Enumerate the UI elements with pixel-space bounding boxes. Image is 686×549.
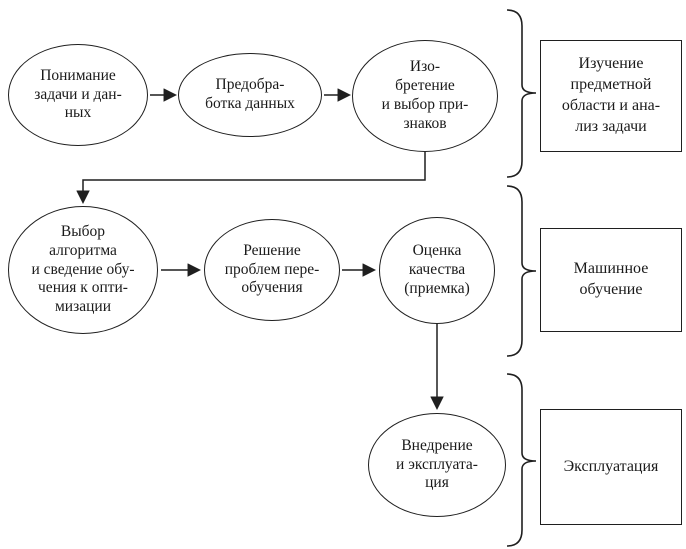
node-overfitting: Решение проблем пере- обучения <box>204 219 340 321</box>
brace-machine-learning <box>506 185 537 357</box>
node-task-understanding: Понимание задачи и дан- ных <box>8 44 148 146</box>
brace-operation <box>506 373 537 547</box>
node-data-preprocessing: Предобра- ботка данных <box>178 53 322 137</box>
node-quality-assessment: Оценка качества (приемка) <box>379 217 495 324</box>
brace-domain-analysis <box>506 9 537 178</box>
node-algorithm-selection: Выбор алгоритма и сведение обу- чения к … <box>8 206 158 334</box>
stage-machine-learning: Машинное обучение <box>540 228 682 332</box>
arrow-features-to-algorithm <box>76 152 426 205</box>
node-deployment: Внедрение и эксплуата- ция <box>368 413 506 517</box>
stage-domain-analysis: Изучение предметной области и ана- лиз з… <box>540 40 682 152</box>
node-feature-engineering: Изо- бретение и выбор при- знаков <box>352 40 498 152</box>
stage-operation: Эксплуатация <box>540 409 682 525</box>
